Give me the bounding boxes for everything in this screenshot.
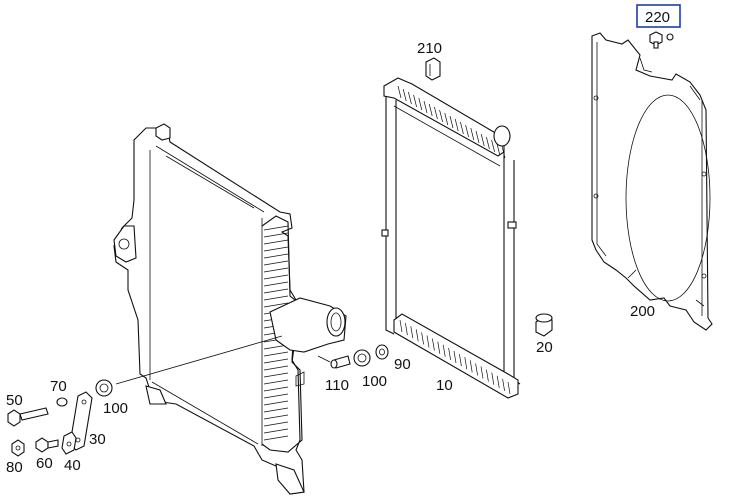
callout-40[interactable]: 40 <box>64 457 81 474</box>
callout-10[interactable]: 10 <box>436 377 453 394</box>
callout-100-left[interactable]: 100 <box>103 400 128 417</box>
callout-210[interactable]: 210 <box>417 40 442 57</box>
callout-200[interactable]: 200 <box>630 303 655 320</box>
leader-line-100 <box>115 335 283 385</box>
bracket-part-40[interactable] <box>61 431 77 455</box>
bolt-part-220[interactable] <box>649 31 674 49</box>
radiator-part-10[interactable] <box>381 77 521 399</box>
plug-part-20[interactable] <box>535 313 553 337</box>
pin-part-110[interactable] <box>330 355 351 369</box>
clip-part-210[interactable] <box>425 57 441 81</box>
fan-shroud-part-200[interactable] <box>591 32 713 331</box>
bolt-part-50[interactable] <box>7 407 49 427</box>
callout-110[interactable]: 110 <box>325 377 349 394</box>
washer-part-90[interactable] <box>375 344 389 360</box>
rubber-mount-part-100-left[interactable] <box>95 379 113 397</box>
washer-part-70[interactable] <box>56 397 68 407</box>
leader-line-110 <box>317 355 331 363</box>
callout-20[interactable]: 20 <box>536 339 553 356</box>
nut-part-80[interactable] <box>11 439 25 457</box>
callout-30[interactable]: 30 <box>89 431 106 448</box>
callout-70[interactable]: 70 <box>50 378 67 395</box>
callout-50[interactable]: 50 <box>6 392 23 409</box>
callout-90[interactable]: 90 <box>394 356 411 373</box>
callout-100-mid[interactable]: 100 <box>362 373 387 390</box>
bolt-part-60[interactable] <box>35 437 59 453</box>
callout-highlight-box-220 <box>636 4 681 28</box>
callout-60[interactable]: 60 <box>36 455 53 472</box>
callout-80[interactable]: 80 <box>6 459 23 476</box>
callout-220[interactable]: 220 <box>645 9 670 26</box>
charge-air-cooler[interactable] <box>113 123 347 495</box>
rubber-mount-part-100-right[interactable] <box>353 349 371 367</box>
